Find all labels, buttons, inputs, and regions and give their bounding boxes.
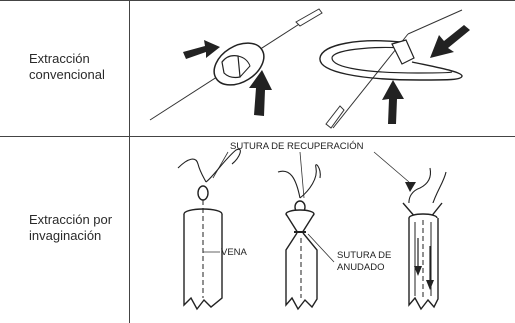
row-label-conventional: Extracción convencional bbox=[29, 51, 105, 83]
conventional-diagram-right bbox=[319, 9, 470, 129]
label-tie-suture-line2: ANUDADO bbox=[337, 262, 385, 273]
row-label-invagination-line1: Extracción por bbox=[29, 212, 113, 227]
arrow-down-icon bbox=[426, 280, 434, 290]
arrow-down-icon bbox=[405, 182, 416, 192]
label-tie-suture-line1: SUTURA DE bbox=[337, 250, 391, 261]
row-label-conventional-line2: convencional bbox=[29, 67, 105, 82]
row-label-invagination-line2: invaginación bbox=[29, 228, 102, 243]
arrow-down-icon bbox=[414, 266, 422, 276]
arrow-up-icon bbox=[382, 80, 404, 124]
label-vein: VENA bbox=[221, 247, 248, 258]
row-label-invagination: Extracción por invaginación bbox=[29, 212, 112, 244]
recovery-suture-leaders bbox=[212, 151, 410, 199]
row-label-conventional-line1: Extracción bbox=[29, 51, 90, 66]
arrow-up-icon bbox=[249, 70, 272, 116]
arrow-push-icon bbox=[183, 40, 220, 59]
arrow-push-icon bbox=[430, 25, 470, 58]
invagination-vein-middle bbox=[277, 164, 321, 311]
label-recovery-suture: SUTURA DE RECUPERACIÓN bbox=[230, 141, 364, 152]
invagination-vein-right bbox=[402, 167, 447, 311]
conventional-diagram-left bbox=[149, 8, 323, 121]
invagination-vein-left bbox=[177, 148, 241, 311]
